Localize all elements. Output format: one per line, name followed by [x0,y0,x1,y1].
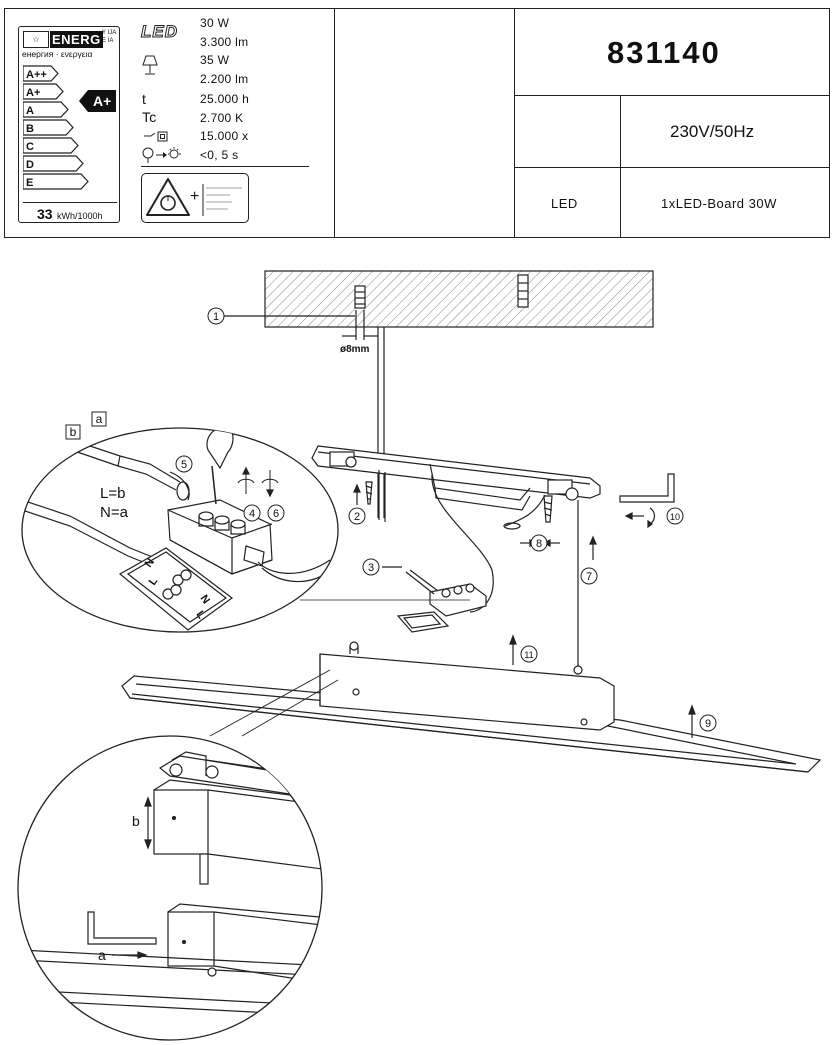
lamp-icon [142,55,158,75]
table-divider [514,95,830,96]
svg-text:9: 9 [705,718,711,730]
dimmer-compat-box: + [141,173,249,223]
dimension-b-label: b [132,813,140,829]
energy-class-label: C [26,141,34,153]
table-divider [514,167,830,168]
wiring-rule-n: N=a [100,504,129,521]
led-icon: LED [141,22,178,42]
switching-cycles-icon [144,131,168,142]
wiring-rule-l: L=b [100,485,125,502]
fine-print-icon [202,184,242,216]
led-lumen: 3.300 lm [200,35,249,49]
svg-text:11: 11 [524,650,533,660]
zoom-label-b: b [65,424,81,440]
table-divider [334,9,335,237]
energy-label-suffix-top: Y IJA [102,30,117,36]
energy-class-label: A+ [26,87,40,99]
callout-5: 5 [175,455,193,473]
callout-3: 3 [362,558,380,576]
energy-class-arrow [23,83,64,100]
energy-label-suffix-bottom: E IA [102,38,114,44]
svg-text:8: 8 [536,538,542,550]
energy-class-arrow [23,137,79,154]
screw-icon [365,481,373,505]
zoom-label-a: a [91,411,107,427]
warmup-time: <0, 5 s [200,148,239,162]
svg-text:2: 2 [354,511,360,523]
energy-class-arrow [23,119,74,136]
wall-plug-icon [354,285,366,309]
energy-label: ☆ ENERG Y IJA E IA енергия · ενεργεια A+… [18,26,120,223]
energy-class-label: A++ [26,69,47,81]
svg-text:A+: A+ [93,93,111,109]
callout-7: 7 [580,567,598,585]
callout-4: 4 [243,504,261,522]
color-temperature: 2.700 K [200,111,244,125]
svg-text:7: 7 [586,571,592,583]
lifetime-symbol: t [142,91,147,107]
mounting-rail [311,445,601,511]
dimension-a-label: a [98,947,106,963]
svg-text:10: 10 [670,512,680,522]
light-source-description: 1xLED-Board 30W [661,196,777,211]
callout-6: 6 [267,504,285,522]
light-source-type: LED [551,196,578,211]
ceiling [264,270,654,328]
svg-text:a: a [96,412,103,426]
callout-8: 8 [530,534,548,552]
tc-symbol: Tc [142,109,157,125]
spec-separator [141,166,309,167]
eu-flag-icon: ☆ [23,31,49,48]
model-number: 831140 [607,35,721,70]
lifetime-value: 25.000 h [200,92,250,106]
lamp-power: 35 W [200,53,230,67]
energy-class-arrow [23,65,59,82]
warmup-icon [142,147,181,163]
consumption-value: 33 [37,206,53,222]
lamp-lumen: 2.200 lm [200,72,249,86]
callout-2: 2 [348,507,366,525]
callout-9: 9 [699,714,717,732]
svg-text:b: b [70,425,77,439]
svg-text:5: 5 [181,459,187,471]
cable-clamp [547,479,579,501]
consumption-unit: kWh/1000h [57,211,103,221]
voltage: 230V/50Hz [670,122,755,141]
svg-text:4: 4 [249,508,255,520]
energy-class-arrow [23,101,69,118]
cable-clamp [329,451,357,468]
product-info-table: ☆ ENERG Y IJA E IA енергия · ενεργεια A+… [4,8,830,238]
energy-consumption: 33 kWh/1000h [23,202,117,224]
energy-class-label: B [26,123,34,135]
svg-text:6: 6 [273,508,279,520]
lamp-housing [121,641,822,773]
switching-cycles: 15.000 x [200,129,249,143]
screw-icon [543,495,553,523]
energy-label-title: ENERG [50,31,103,48]
svg-text:3: 3 [368,562,374,574]
energy-class-label: A [26,105,34,117]
energy-class-label: D [26,159,34,171]
svg-text:1: 1 [213,311,219,323]
drill-size-label: ø8mm [340,344,370,355]
energy-class-arrow [23,173,89,190]
led-power: 30 W [200,16,230,30]
callout-10: 10 [666,507,684,525]
energy-rating-arrow: A+ [79,90,116,112]
dimmer-triangle-icon [146,178,190,216]
energy-class-label: E [26,177,33,189]
wall-plug-icon [517,274,529,308]
callout-1: 1 [207,307,225,325]
plus-icon: + [190,188,200,205]
table-divider [620,95,621,237]
callout-11: 11 [520,645,538,663]
table-divider [514,9,515,237]
energy-class-arrow [23,155,84,172]
energy-label-subtitle: енергия · ενεργεια [22,49,93,59]
